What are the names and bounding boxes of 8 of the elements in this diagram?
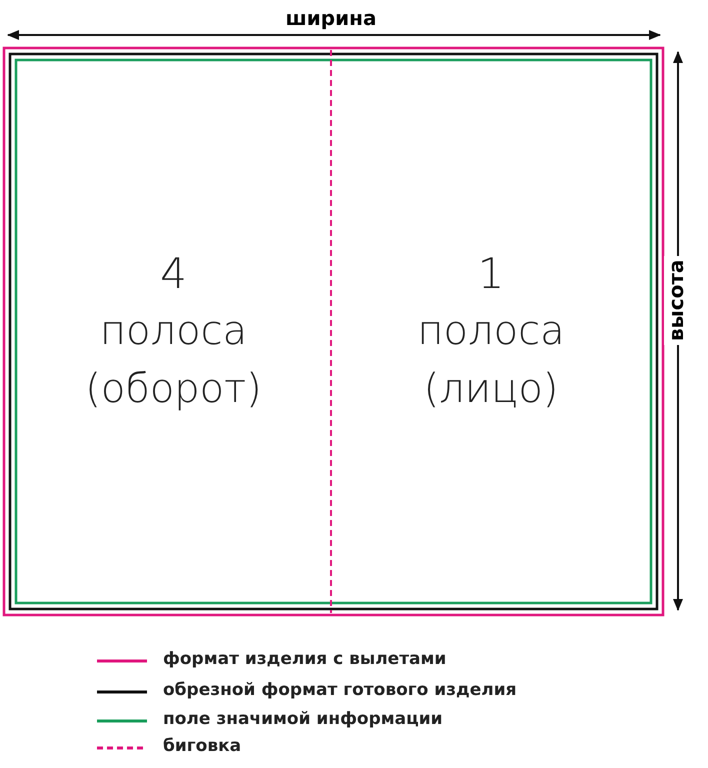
- page-number: 4: [160, 248, 187, 300]
- legend-text: обрезной формат готового изделия: [163, 680, 517, 700]
- legend-text: формат изделия с вылетами: [163, 649, 446, 669]
- page-label: полоса (лицо): [416, 306, 566, 414]
- legend-text: биговка: [163, 736, 242, 756]
- page-number: 1: [478, 248, 504, 300]
- legend-text: поле значимой информации: [163, 709, 443, 729]
- page-label: полоса (оборот): [84, 306, 263, 414]
